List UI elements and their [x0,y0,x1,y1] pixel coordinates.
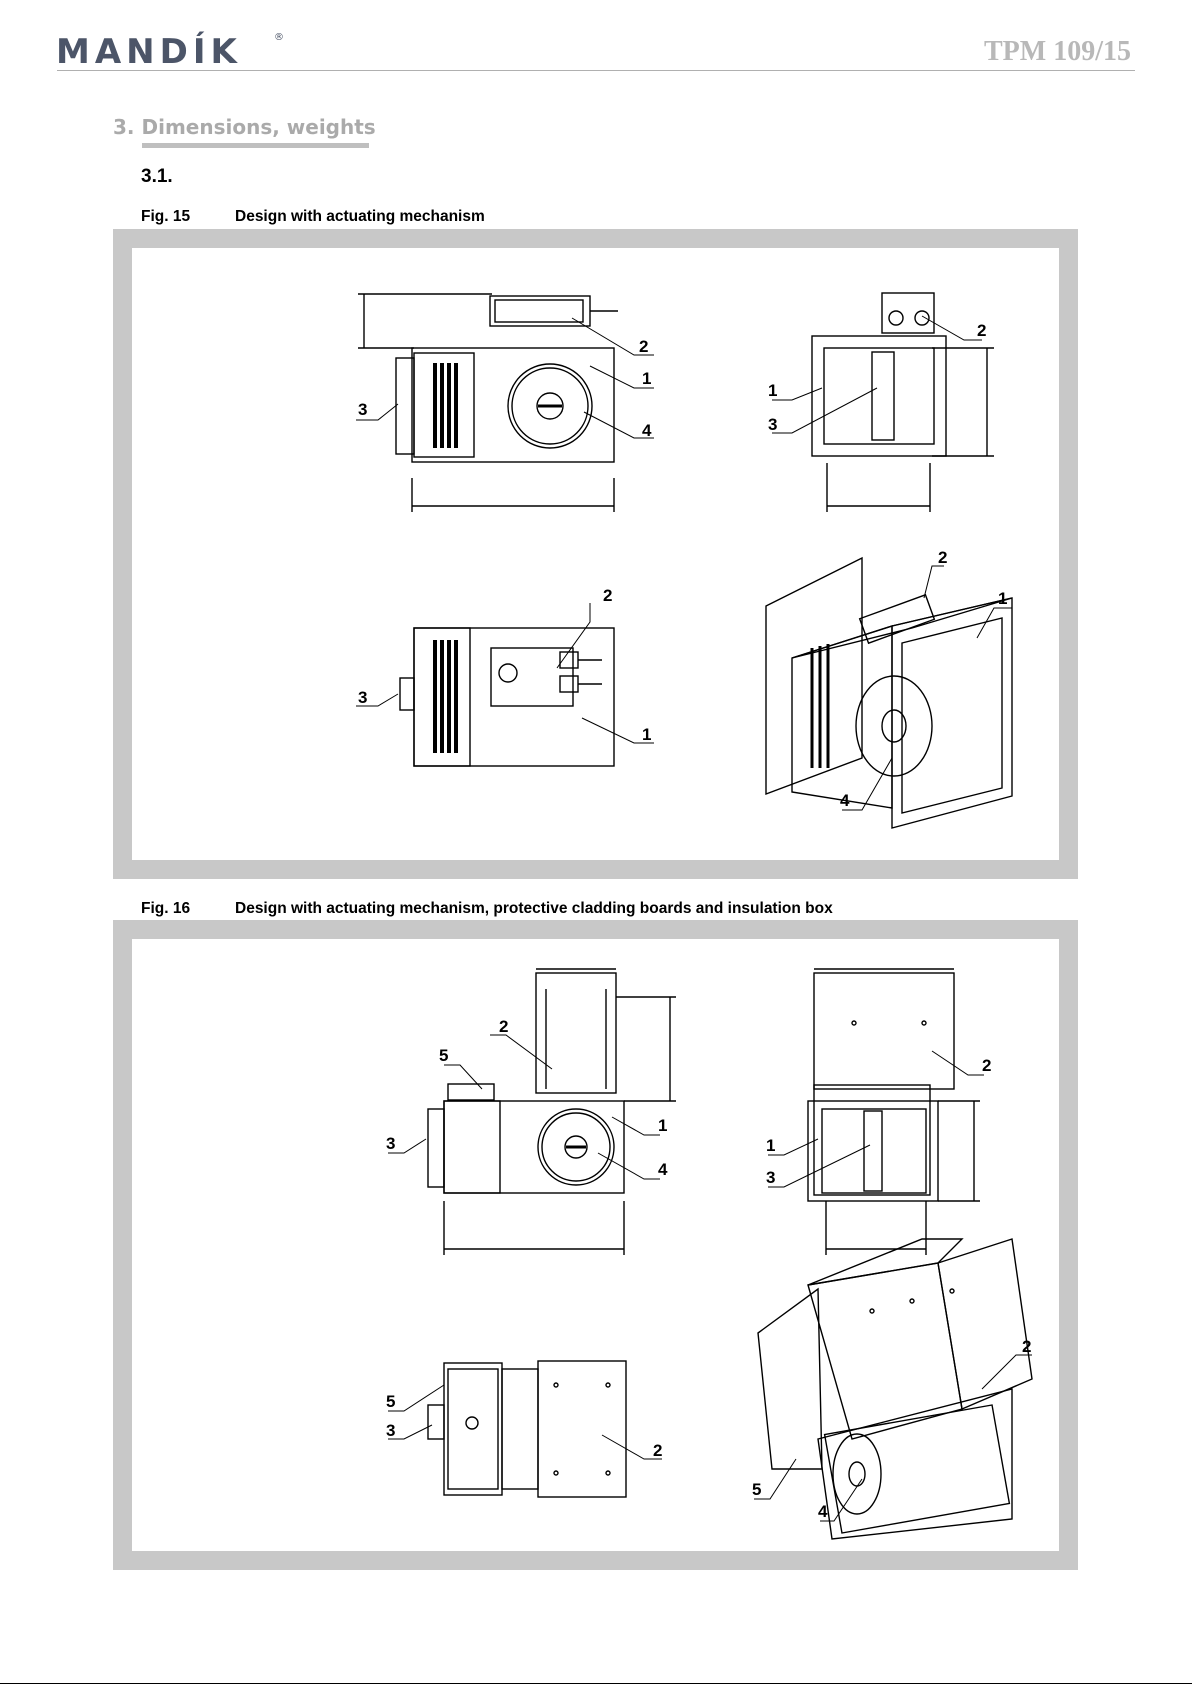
figure-15-frame: 3 2 1 4 2 1 3 [113,229,1078,879]
fig16-top-view [428,1361,626,1497]
callout-3: 3 [386,1134,395,1153]
callout-3: 3 [358,688,367,707]
figure-16-frame: 2 5 3 1 4 2 1 [113,920,1078,1570]
section-number: 3. [113,115,135,139]
callout-2: 2 [639,337,648,356]
callout-3: 3 [386,1421,395,1440]
callout-2: 2 [977,321,986,340]
section-underline [142,143,369,148]
callout-1: 1 [658,1116,667,1135]
callout-2: 2 [1022,1337,1031,1356]
fig15-top-view [400,628,614,766]
figure-15-drawing: 3 2 1 4 2 1 3 [132,248,1059,860]
callout-3: 3 [768,415,777,434]
callout-1: 1 [768,381,777,400]
subsection-number: 3.1. [141,166,173,188]
callout-2: 2 [653,1441,662,1460]
figure-number: Fig. 15 [141,208,235,226]
callout-3: 3 [358,400,367,419]
document-code: TPM 109/15 [984,36,1131,68]
callout-1: 1 [766,1136,775,1155]
figure-15-drawing-area: 3 2 1 4 2 1 3 [132,248,1059,860]
figure-16-drawing-area: 2 5 3 1 4 2 1 [132,939,1059,1551]
callout-4: 4 [818,1502,828,1521]
callout-4: 4 [658,1160,668,1179]
section-title: Dimensions, weights [141,115,375,139]
callout-5: 5 [386,1392,395,1411]
fig16-side-view [808,969,980,1255]
footer-divider [0,1683,1192,1684]
callout-2: 2 [938,548,947,567]
fig15-isometric-view [766,558,1012,828]
callout-1: 1 [642,369,651,388]
callout-5: 5 [439,1046,448,1065]
header-divider [57,70,1135,71]
figure-title: Design with actuating mechanism [235,208,485,225]
mandik-logo: MANDÍK ® [56,32,242,72]
callout-2: 2 [499,1017,508,1036]
fig15-front-view [358,294,618,512]
figure-title: Design with actuating mechanism, protect… [235,900,833,917]
callout-4: 4 [840,791,850,810]
fig15-side-view [812,293,994,512]
fig16-front-view [428,969,676,1255]
logo-text: MANDÍK [56,32,242,72]
callout-4: 4 [642,421,652,440]
figure-16-drawing: 2 5 3 1 4 2 1 [132,939,1059,1551]
section-heading: 3. Dimensions, weights [113,115,376,139]
fig16-isometric-view [758,1239,1032,1539]
figure-number: Fig. 16 [141,900,235,918]
callout-2: 2 [982,1056,991,1075]
callout-5: 5 [752,1480,761,1499]
callout-3: 3 [766,1168,775,1187]
callout-2: 2 [603,586,612,605]
callout-1: 1 [998,589,1007,608]
callout-1: 1 [642,725,651,744]
registered-mark: ® [274,32,284,43]
